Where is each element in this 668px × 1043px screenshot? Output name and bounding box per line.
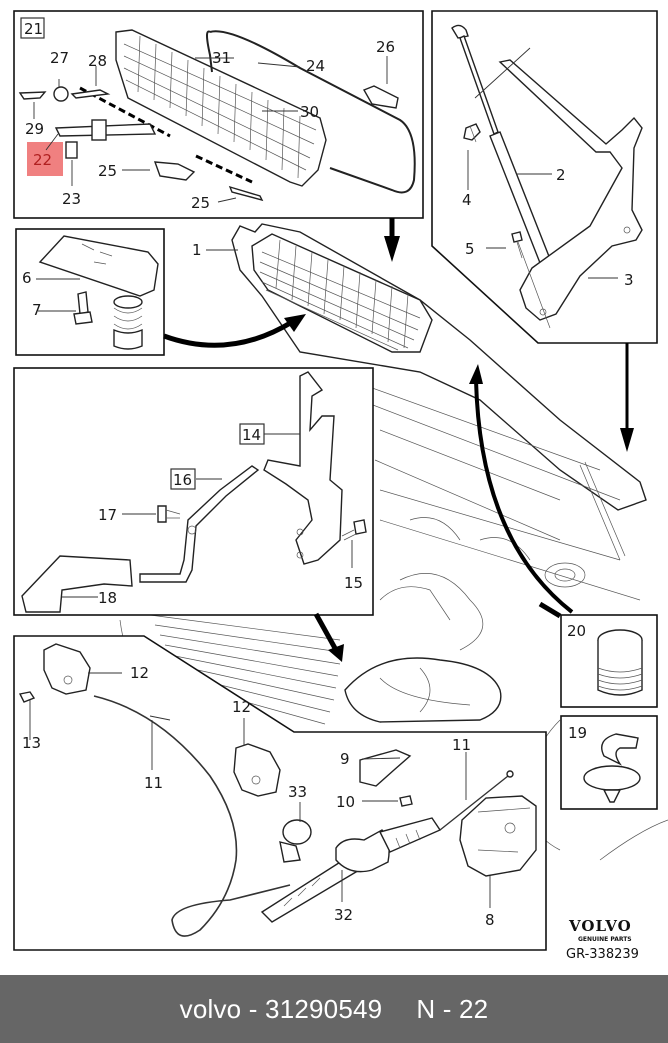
callout-4[interactable]: 4 <box>462 191 472 209</box>
parts-diagram: 21 27 28 31 24 26 29 30 <box>13 10 668 962</box>
callout-11[interactable]: 11 <box>452 736 471 754</box>
callout-33[interactable]: 33 <box>288 783 307 801</box>
callout-23[interactable]: 23 <box>62 190 81 208</box>
engine-bay-lines <box>119 379 668 861</box>
callout-16[interactable]: 16 <box>173 471 192 489</box>
hood-grille-mesh <box>251 233 433 353</box>
callout-31[interactable]: 31 <box>212 49 231 67</box>
callout-22[interactable]: 22 <box>33 151 52 169</box>
callout-25[interactable]: 25 <box>98 162 117 180</box>
pointer-arrows <box>163 218 634 662</box>
callout-1[interactable]: 1 <box>192 241 202 259</box>
callout-11[interactable]: 11 <box>144 774 163 792</box>
callout-15[interactable]: 15 <box>344 574 363 592</box>
callout-18[interactable]: 18 <box>98 589 117 607</box>
callout-24[interactable]: 24 <box>306 57 325 75</box>
panel-hinge-strut: 4 2 5 3 <box>431 10 658 344</box>
position-label: N - 22 <box>416 993 489 1024</box>
callout-9[interactable]: 9 <box>340 750 350 768</box>
callout-2[interactable]: 2 <box>556 166 566 184</box>
callout-14[interactable]: 14 <box>242 426 261 444</box>
callout-20[interactable]: 20 <box>567 622 586 640</box>
callout-12[interactable]: 12 <box>130 664 149 682</box>
panel-grille-kit: 21 27 28 31 24 26 29 30 <box>13 10 424 219</box>
callout-21[interactable]: 21 <box>24 20 43 38</box>
panel-part-19: 19 <box>560 715 658 810</box>
panel-part-20: 20 <box>560 614 658 708</box>
part-number-label: volvo - 31290549 <box>179 993 383 1024</box>
callout-5[interactable]: 5 <box>465 240 475 258</box>
callout-30[interactable]: 30 <box>300 103 319 121</box>
diagram-reference: GR-338239 <box>566 947 639 962</box>
callout-13[interactable]: 13 <box>22 734 41 752</box>
highlight-marker <box>27 142 63 176</box>
callout-25[interactable]: 25 <box>191 194 210 212</box>
callout-6[interactable]: 6 <box>22 269 32 287</box>
panel-bump-stop: 6 7 <box>15 228 165 356</box>
callout-10[interactable]: 10 <box>336 793 355 811</box>
callout-27[interactable]: 27 <box>50 49 69 67</box>
brand-tagline: GENUINE PARTS <box>578 936 632 943</box>
callout-19[interactable]: 19 <box>568 724 587 742</box>
callout-3[interactable]: 3 <box>624 271 634 289</box>
car-body-illustration <box>119 223 668 861</box>
panel-cable-lock: 12 13 11 12 9 10 33 11 32 8 <box>13 635 547 951</box>
callout-7[interactable]: 7 <box>32 301 42 319</box>
callout-28[interactable]: 28 <box>88 52 107 70</box>
callout-17[interactable]: 17 <box>98 506 117 524</box>
brand-block: VOLVO GENUINE PARTS GR-338239 <box>566 917 639 962</box>
panel-release-handle: 14 16 17 15 18 <box>13 367 374 616</box>
footer-bar: volvo - 31290549 N - 22 <box>0 975 668 1043</box>
callout-8[interactable]: 8 <box>485 911 495 929</box>
callout-26[interactable]: 26 <box>376 38 395 56</box>
callout-12[interactable]: 12 <box>232 698 251 716</box>
callout-29[interactable]: 29 <box>25 120 44 138</box>
brand-logo: VOLVO <box>568 917 632 935</box>
callout-32[interactable]: 32 <box>334 906 353 924</box>
